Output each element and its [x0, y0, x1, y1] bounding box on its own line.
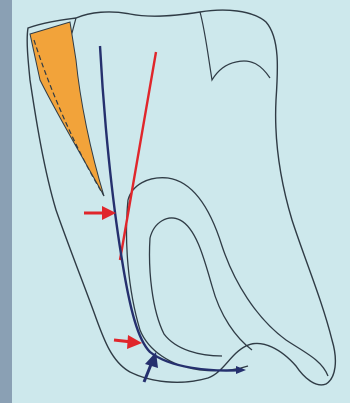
- red-arrow-upper: [84, 206, 116, 220]
- red-reference-line: [120, 52, 156, 260]
- pulp-outer-outline: [128, 178, 328, 376]
- crown-cusp-line: [236, 61, 270, 78]
- red-arrow-lower: [114, 335, 142, 349]
- blue-arrow: [144, 352, 158, 382]
- crown-groove-line: [200, 12, 236, 80]
- pulp-inner-outline: [150, 218, 252, 350]
- access-wedge: [30, 22, 104, 196]
- canal-wall-right: [150, 238, 222, 356]
- blue-instrument-line: [100, 46, 242, 370]
